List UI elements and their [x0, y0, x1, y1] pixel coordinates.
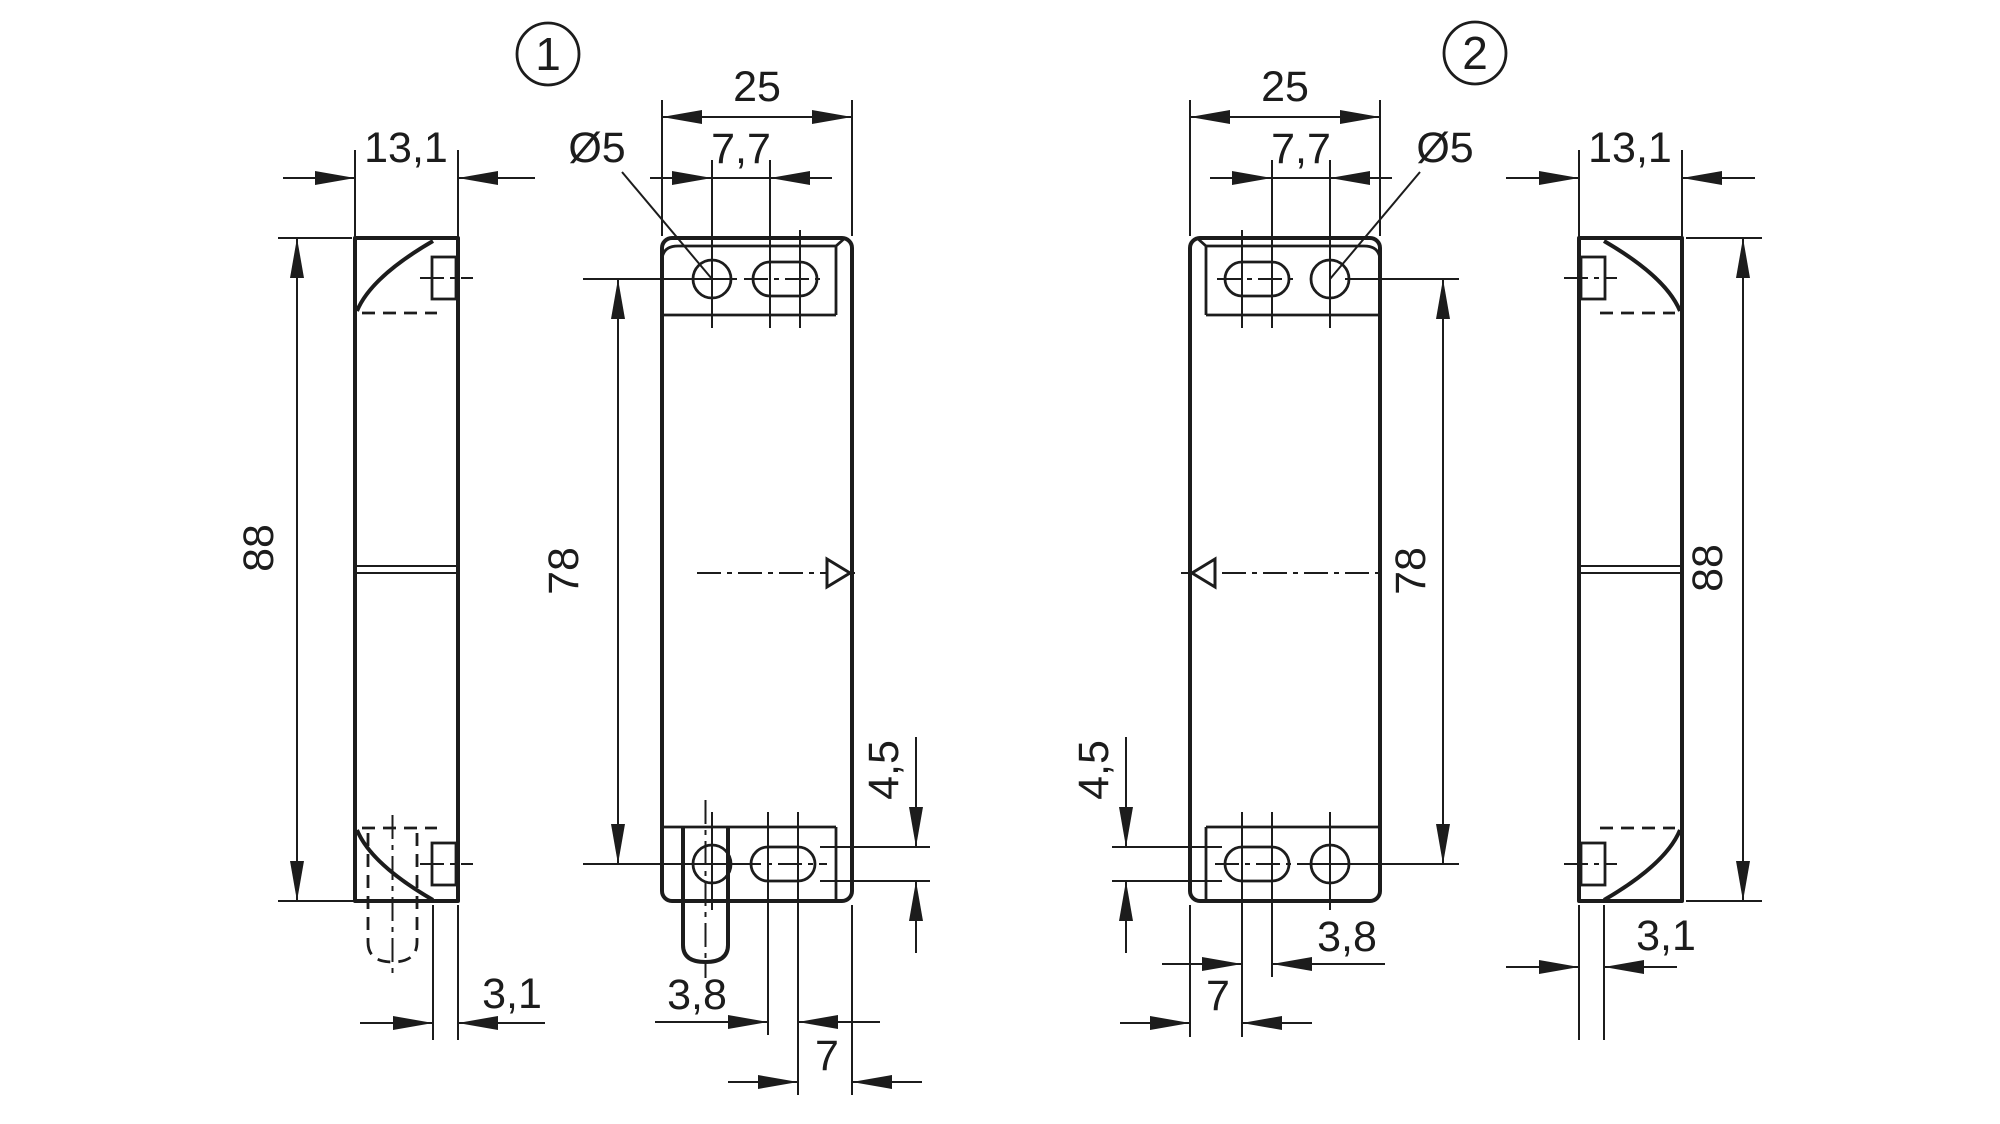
dim-text-slot-width-2: 4,5	[1070, 740, 1118, 800]
view-2-sensing-triangle-icon	[1189, 556, 1217, 590]
view-1-dim-3-8: 3,8	[655, 971, 880, 1029]
view-2-callout: 2	[1442, 20, 1508, 86]
view-2-side-view: 13,1 88 3,1	[1506, 124, 1762, 1040]
view-1-dim-7-7: 7,7	[650, 125, 832, 250]
view-2-hole-diameter-label: Ø5	[1329, 124, 1474, 280]
view-1-dim-13-1: 13,1	[283, 124, 535, 238]
view-1-sensing-triangle-icon	[825, 556, 853, 590]
view-1-hole-diameter-label: Ø5	[568, 124, 713, 280]
view-1-callout-circle	[515, 21, 581, 87]
view-2-dim-88: 88	[1684, 237, 1762, 902]
view-1-dim-3-1: 3,1	[360, 905, 545, 1040]
view-1-dim-7: 7	[728, 905, 922, 1095]
view-1-dim-25: 25	[661, 63, 853, 236]
view-1-callout-number: 1	[535, 28, 561, 80]
dim-text-side-height-1: 88	[235, 524, 283, 572]
dim-text-slot-length-2: 3,8	[1317, 913, 1377, 961]
view-1-callout: 1	[515, 21, 581, 87]
dim-text-side-width-2: 13,1	[1588, 124, 1672, 172]
view-2-front-body-outline	[1188, 236, 1382, 903]
view-2-dim-78: 78	[1305, 278, 1459, 865]
view-1-top-flange-edge	[660, 236, 846, 262]
view-1-cable	[681, 800, 730, 978]
view-2-dim-7: 7	[1120, 905, 1312, 1037]
view-1-front-body-outline	[660, 236, 854, 903]
view-1-dim-88: 88	[235, 237, 360, 902]
view-1-dim-78: 78	[540, 278, 737, 865]
dim-text-front-width-1: 25	[733, 63, 781, 111]
dim-text-side-height-2: 88	[1684, 544, 1732, 592]
dim-text-slot-edge-1: 7	[815, 1032, 839, 1080]
dim-text-hole-dia-2: Ø5	[1416, 124, 1473, 172]
dim-text-front-width-2: 25	[1261, 63, 1309, 111]
dim-text-hole-pitch-1: 78	[540, 547, 588, 595]
view-1-side-view: 13,1 88 3,1	[235, 124, 545, 1040]
view-2-diameter-leader-line	[1329, 171, 1421, 280]
view-1-side-bottom-contour-curve	[355, 829, 435, 902]
dim-text-hole-spacing-2: 7,7	[1271, 125, 1331, 173]
view-1-side-hidden-cable-end	[366, 941, 419, 964]
dim-text-slot-length-1: 3,8	[667, 971, 727, 1019]
dim-text-slot-edge-2: 7	[1206, 972, 1230, 1020]
dim-text-slot-width-1: 4,5	[860, 740, 908, 800]
view-1-side-body-outline	[353, 236, 460, 903]
dim-text-side-width-1: 13,1	[364, 124, 448, 172]
view-1-diameter-leader-line	[621, 171, 713, 280]
dim-text-hole-dia-1: Ø5	[568, 124, 625, 172]
view-1-side-top-contour-curve	[355, 239, 435, 312]
dim-text-side-plate-1: 3,1	[482, 970, 542, 1018]
view-2-callout-number: 2	[1462, 27, 1488, 79]
view-2-dim-13-1: 13,1	[1506, 124, 1755, 238]
view-2-dim-3-8: 3,8	[1162, 913, 1385, 971]
view-2-side-bottom-contour-curve	[1602, 829, 1682, 902]
view-2-front-view: 25 7,7 Ø5 78	[1070, 63, 1474, 1037]
view-1-dim-4-5: 4,5	[820, 737, 930, 953]
view-1-sensing-point-marker	[697, 556, 861, 590]
dim-text-hole-pitch-2: 78	[1387, 547, 1435, 595]
view-1-front-view: 25 7,7 Ø5 78	[540, 63, 930, 1095]
dim-text-side-plate-2: 3,1	[1636, 912, 1696, 960]
view-2-dim-7-7: 7,7	[1210, 125, 1392, 250]
dim-text-hole-spacing-1: 7,7	[711, 125, 771, 173]
view-2-dim-25: 25	[1189, 63, 1381, 236]
view-2-dim-3-1: 3,1	[1506, 905, 1696, 1040]
view-2-top-flange-edge	[1196, 236, 1382, 262]
view-2-side-body-outline	[1577, 236, 1684, 903]
view-2-dim-4-5: 4,5	[1070, 737, 1222, 953]
view-2-sensing-point-marker	[1181, 556, 1385, 590]
view-2-callout-circle	[1442, 20, 1508, 86]
view-2-side-top-contour-curve	[1602, 239, 1682, 312]
